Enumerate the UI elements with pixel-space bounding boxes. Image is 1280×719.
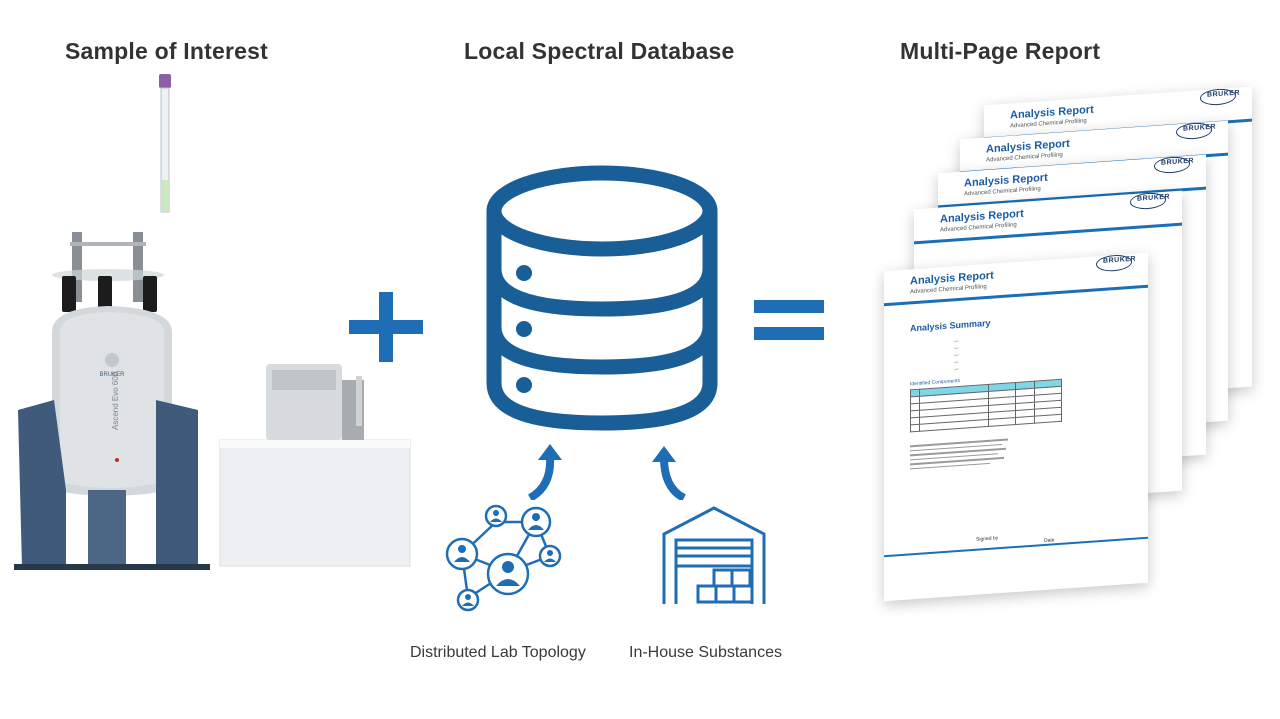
- database-icon: [486, 165, 718, 431]
- report-components-table: [910, 379, 1062, 433]
- magnet-body: BRUKER Ascend Evo 600: [52, 306, 172, 496]
- equals-operator: [754, 300, 824, 340]
- heading-sample-of-interest: Sample of Interest: [65, 38, 268, 64]
- nmr-spectrometer-illustration: BRUKER Ascend Evo 600: [14, 74, 411, 570]
- sample-tube-icon: [159, 74, 171, 213]
- instrument-brand-label: BRUKER: [99, 372, 125, 378]
- report-summary-title: Analysis Summary: [910, 317, 991, 334]
- report-signed-by: Signed by: [976, 535, 999, 543]
- warehouse-icon: [662, 506, 766, 604]
- console-unit: [266, 364, 364, 440]
- magnet-model-label: Ascend Evo 600: [111, 371, 120, 430]
- caption-in-house-substances: In-House Substances: [629, 644, 782, 661]
- report-page-front: Analysis Report Advanced Chemical Profil…: [884, 252, 1148, 602]
- magnet-legs: [14, 400, 210, 570]
- caption-distributed-lab-topology: Distributed Lab Topology: [410, 644, 586, 661]
- heading-local-spectral-database: Local Spectral Database: [464, 38, 735, 64]
- network-people-icon: [445, 504, 562, 612]
- console-cabinet: [219, 439, 411, 567]
- plus-operator: [349, 292, 423, 362]
- heading-multi-page-report: Multi-Page Report: [900, 38, 1101, 64]
- report-notes: [910, 438, 1010, 472]
- curved-arrow-up-icon: [527, 444, 562, 500]
- report-footer-rule: [884, 536, 1148, 558]
- report-meta-row: —: [954, 366, 959, 372]
- magnet-top-assembly: [52, 232, 164, 312]
- curved-arrow-up-icon: [652, 446, 687, 500]
